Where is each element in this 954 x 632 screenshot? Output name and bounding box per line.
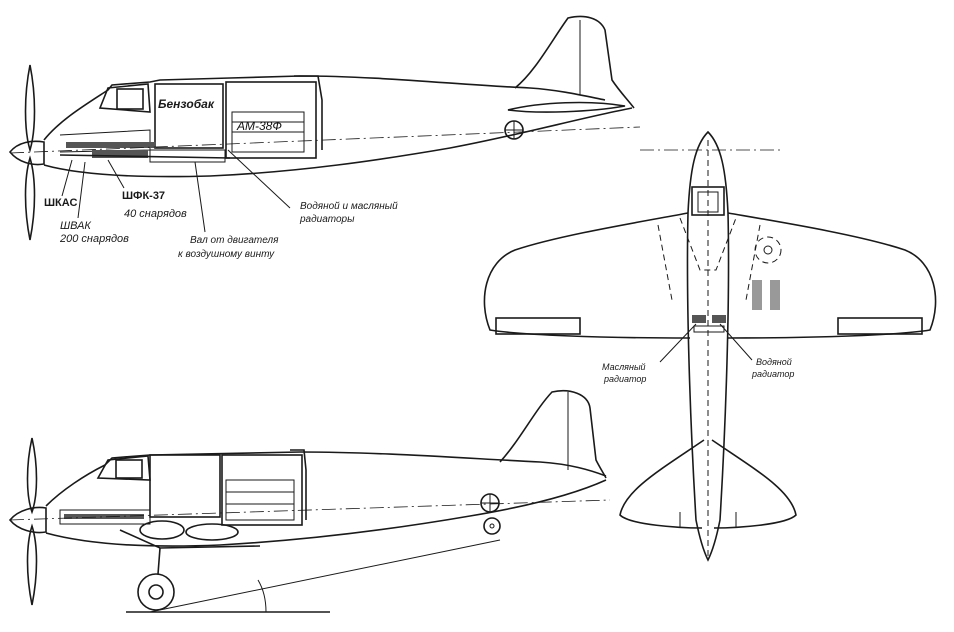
- fuel-tank-label: Бензобак: [158, 97, 214, 111]
- shaft-label-2: к воздушному винту: [178, 249, 275, 260]
- side-view-centerline: [9, 126, 641, 154]
- drive-shaft: [59, 154, 231, 159]
- wing-marking-left: [752, 280, 762, 310]
- right-wing: [727, 212, 937, 339]
- shvak-ammo-label: 200 снарядов: [60, 233, 129, 245]
- water-radiator-label-2: радиатор: [752, 369, 795, 379]
- shfk-label: ШФК-37: [122, 190, 166, 202]
- bomb-right: [185, 523, 239, 541]
- oil-radiator: [692, 315, 706, 323]
- water-radiator-label-1: Водяной: [756, 357, 792, 367]
- fuel-tank-compartment: [154, 83, 224, 149]
- right-aileron: [837, 317, 923, 335]
- engine-compartment: [225, 81, 317, 159]
- side-view-cutaway: [8, 15, 641, 241]
- propeller-blade-lower: [24, 155, 36, 241]
- gun-bay: [59, 129, 151, 153]
- canopy: [98, 83, 151, 113]
- spinner: [8, 140, 45, 166]
- main-wheel: [137, 573, 175, 611]
- shkas-label: ШКАС: [44, 197, 78, 209]
- main-gear-strut: [157, 547, 161, 575]
- plan-view: [483, 130, 937, 562]
- propeller-blade-upper: [24, 64, 36, 153]
- cannon-barrel: [66, 142, 156, 148]
- side-view-external: [8, 390, 611, 613]
- canopy-window: [116, 88, 144, 110]
- fuselage-top-line: [43, 75, 606, 141]
- radiator-duct: [294, 75, 323, 150]
- oil-radiator-label-2: радиатор: [604, 374, 647, 384]
- fuselage-bottom-line: [43, 107, 633, 178]
- left-tailplane: [619, 439, 705, 529]
- wing-roundel: [754, 236, 782, 264]
- left-wing: [483, 212, 691, 339]
- radiators-label-1: Водяной и масляный: [300, 201, 398, 212]
- vertical-tail-lower: [499, 390, 607, 479]
- left-aileron: [495, 317, 581, 335]
- fuselage-plan: [686, 130, 730, 562]
- wing-marking-right: [770, 280, 780, 310]
- radiators-label-2: радиаторы: [300, 214, 355, 225]
- oil-radiator-label-1: Масляный: [602, 362, 646, 372]
- shvak-label: ШВАК: [60, 220, 91, 232]
- ammo-box: [92, 150, 148, 158]
- shfk-ammo-label: 40 снарядов: [124, 208, 187, 220]
- engine-label: АМ-38Ф: [237, 119, 282, 133]
- vertical-tail: [514, 15, 635, 109]
- bomb-left: [139, 520, 185, 540]
- water-radiator: [712, 315, 726, 323]
- shaft-label-1: Вал от двигателя: [190, 235, 279, 246]
- tail-wheel: [483, 517, 501, 535]
- right-tailplane: [711, 439, 797, 529]
- horizontal-stabilizer: [507, 101, 626, 113]
